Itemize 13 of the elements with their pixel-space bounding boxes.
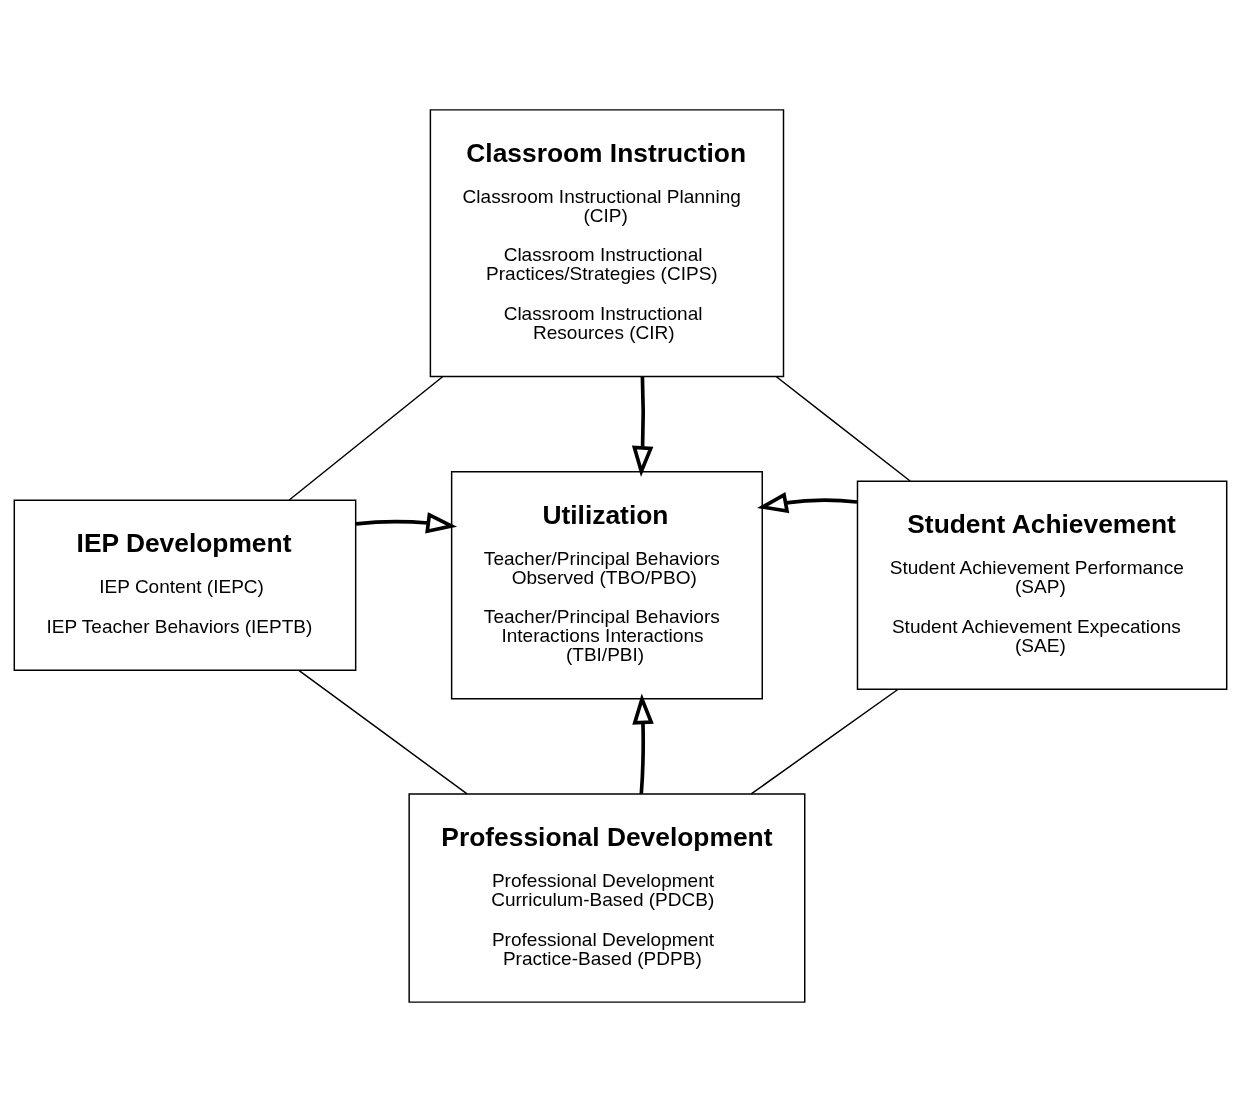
- connector: [775, 376, 911, 482]
- node-box: Student Achievement Student Achievement Performance (SAP) Student Achievement Expecations (SAE): [856, 480, 1228, 691]
- node-box: Professional Development Professional Development Curriculum-Based (PDCB) Professional Development Practice-Based (PDPB): [408, 793, 806, 1003]
- connector: [750, 688, 899, 795]
- arrow: [632, 693, 654, 795]
- connector: [298, 669, 468, 795]
- arrow: [757, 491, 858, 514]
- node-box: Classroom Instruction Classroom Instructional Planning (CIP) Classroom Instructional Practices/Strategies (CIPS) Classroom Instructional Resources (CIR): [429, 109, 785, 378]
- node-box: IEP Development IEP Content (IEPC) IEP Teacher Behaviors (IEPTB): [13, 499, 357, 671]
- node-box: Utilization Teacher/Principal Behaviors Observed (TBO/PBO) Teacher/Principal Behaviors Interactions Interactions (TBI/PBI): [450, 471, 763, 700]
- arrow: [355, 512, 458, 534]
- arrow: [631, 376, 654, 477]
- connector: [288, 376, 444, 501]
